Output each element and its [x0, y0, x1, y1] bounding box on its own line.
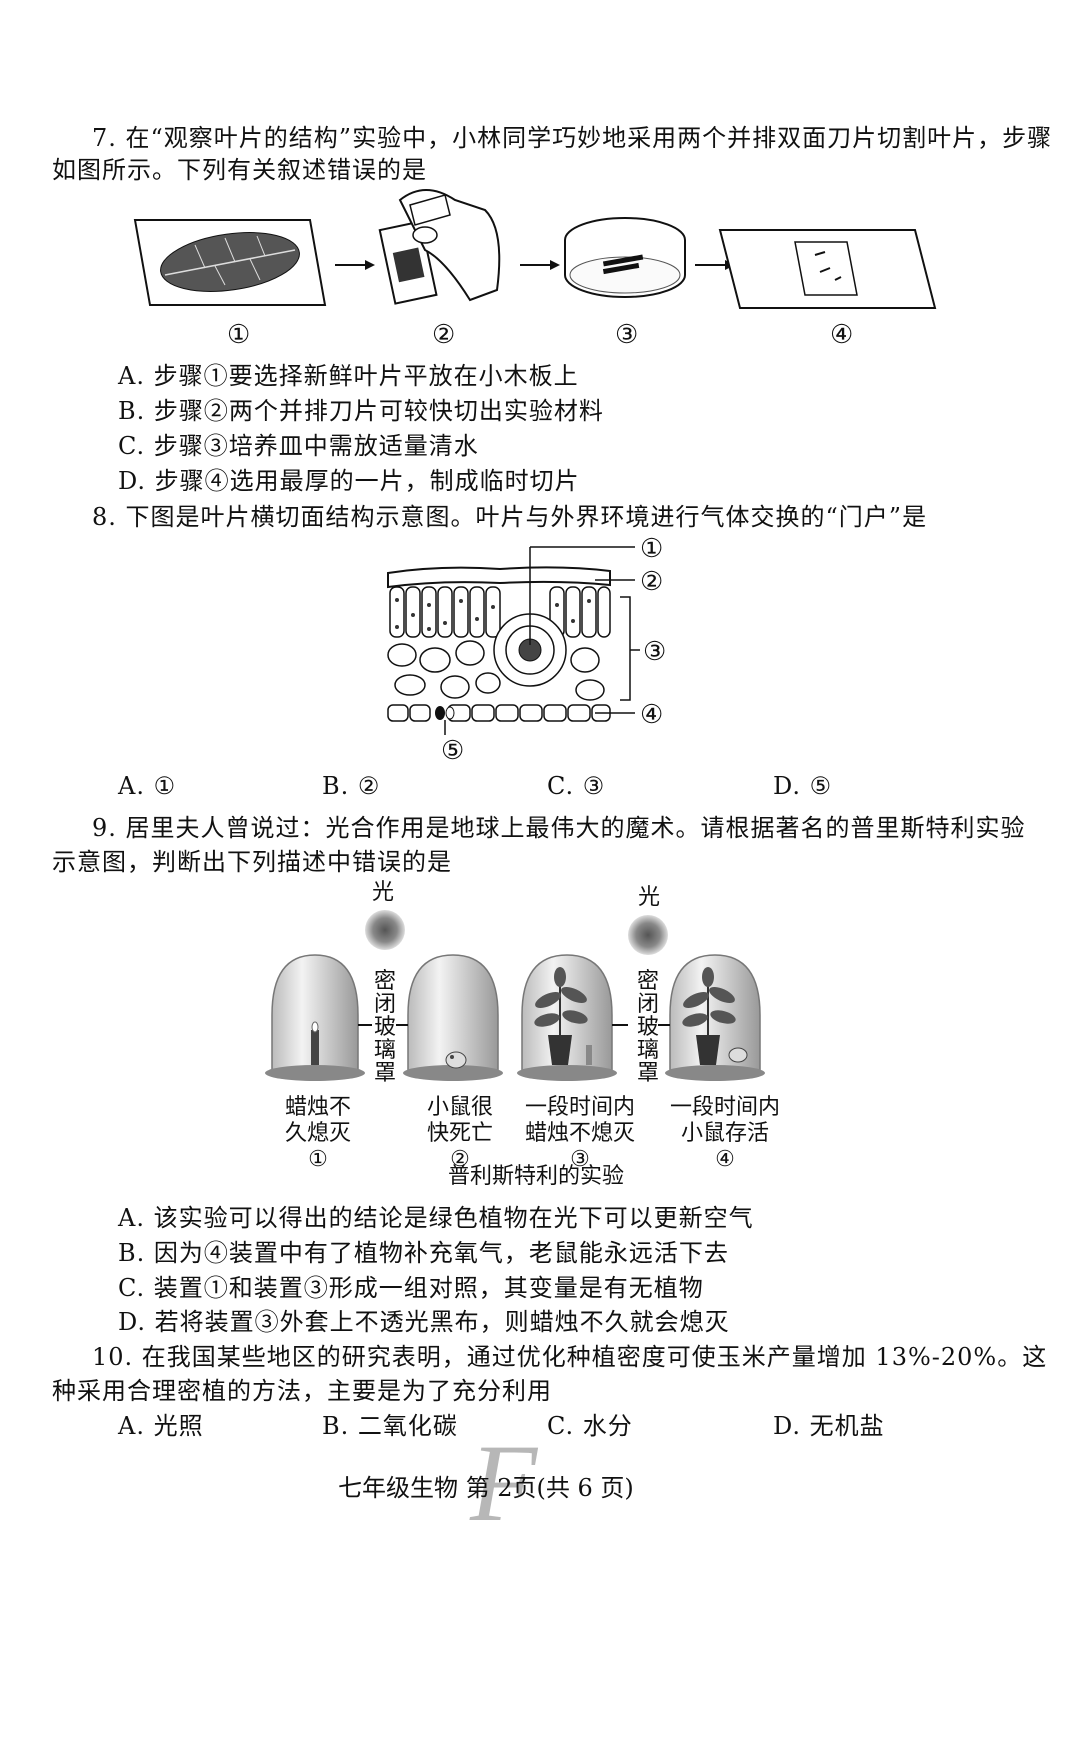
q8-option-d: D. ⑤: [773, 772, 833, 800]
q7-stem-line1: 7. 在“观察叶片的结构”实验中，小林同学巧妙地采用两个并排双面刀片切割叶片，步…: [92, 124, 1053, 152]
q10-option-c: C. 水分: [547, 1412, 633, 1440]
q10-option-d: D. 无机盐: [773, 1412, 885, 1440]
q7-option-c: C. 步骤③培养皿中需放适量清水: [118, 432, 479, 460]
caption-line: ②: [450, 1147, 470, 1172]
sun-icon-left: [365, 910, 405, 950]
q9-stem-line1: 9. 居里夫人曾说过：光合作用是地球上最伟大的魔术。请根据著名的普里斯特利实验: [92, 814, 1026, 842]
q9-stem-line2: 示意图，判断出下列描述中错误的是: [52, 848, 452, 876]
jar-text-char: 罩: [637, 1061, 660, 1086]
q9-jar-text-left: 密 闭 玻 璃 罩: [374, 970, 396, 1085]
leaf-cross-section-figure: [387, 546, 640, 735]
jar-text-char: 闭: [637, 992, 660, 1017]
sun-icon-right: [628, 915, 668, 955]
q7-option-b: B. 步骤②两个并排刀片可较快切出实验材料: [118, 397, 604, 425]
page-footer: 七年级生物 第 2页(共 6 页): [338, 1474, 634, 1502]
jar-text-char: 璃: [637, 1038, 660, 1063]
q9-light-label-right: 光: [638, 885, 661, 910]
q10-option-b: B. 二氧化碳: [322, 1412, 458, 1440]
caption-line: 小鼠很: [426, 1095, 493, 1120]
caption-line: 久熄灭: [284, 1121, 351, 1146]
q9-light-label-left: 光: [372, 880, 395, 905]
step2-hand-blades: [378, 189, 501, 305]
q9-option-a: A. 该实验可以得出的结论是绿色植物在光下可以更新空气: [118, 1204, 754, 1232]
q9-option-d: D. 若将装置③外套上不透光黑布，则蜡烛不久就会熄灭: [118, 1308, 730, 1336]
priestley-experiment-figure: [265, 910, 765, 1081]
jar-text-char: 罩: [374, 1061, 397, 1086]
caption-line: 蜡烛不: [284, 1095, 351, 1120]
jar-text-char: 闭: [374, 992, 397, 1017]
jar-text-char: 璃: [374, 1038, 397, 1063]
caption-line: ①: [308, 1147, 328, 1172]
q10-stem-line1: 10. 在我国某些地区的研究表明，通过优化种植密度可使玉米产量增加 13%-20…: [92, 1343, 1048, 1371]
q7-step-label-3: ③: [615, 320, 639, 350]
jar-2-mouse: [403, 954, 503, 1081]
q7-step-label-2: ②: [432, 320, 456, 350]
q9-figure-title: 普利斯特利的实验: [448, 1164, 625, 1189]
caption-line: 小鼠存活: [680, 1121, 769, 1146]
q8-option-b: B. ②: [322, 772, 381, 800]
q7-option-d: D. 步骤④选用最厚的一片，制成临时切片: [118, 467, 580, 495]
step3-petri-dish: [564, 217, 686, 298]
q9-option-b: B. 因为④装置中有了植物补充氧气，老鼠能永远活下去: [118, 1239, 729, 1267]
q7-option-a: A. 步骤①要选择新鲜叶片平放在小木板上: [118, 362, 579, 390]
q8-label-3: ③: [643, 637, 667, 667]
q9-caption-1: 蜡烛不 久熄灭 ①: [278, 1095, 358, 1173]
jar-text-char: 玻: [637, 1015, 660, 1040]
watermark-letter: F: [470, 1422, 538, 1544]
jar-text-char: 密: [637, 969, 660, 994]
q10-option-a: A. 光照: [118, 1412, 204, 1440]
caption-line: 快死亡: [426, 1121, 493, 1146]
q9-caption-2: 小鼠很 快死亡 ②: [420, 1095, 500, 1173]
jar-text-char: 玻: [374, 1015, 397, 1040]
q9-jar-text-right: 密 闭 玻 璃 罩: [637, 970, 659, 1085]
q9-option-c: C. 装置①和装置③形成一组对照，其变量是有无植物: [118, 1274, 704, 1302]
caption-line: ③: [570, 1147, 590, 1172]
q7-stem-line2: 如图所示。下列有关叙述错误的是: [52, 156, 427, 184]
q10-stem-line2: 种采用合理密植的方法，主要是为了充分利用: [52, 1377, 552, 1405]
jar-3-plant-candle: [517, 954, 617, 1081]
q8-label-4: ④: [640, 700, 664, 730]
q8-stem: 8. 下图是叶片横切面结构示意图。叶片与外界环境进行气体交换的“门户”是: [92, 503, 928, 531]
q8-option-c: C. ③: [547, 772, 606, 800]
q7-step-label-1: ①: [227, 320, 251, 350]
q9-caption-3: 一段时间内 蜡烛不熄灭 ③: [520, 1095, 640, 1173]
q7-steps-figure: [133, 189, 937, 309]
caption-line: 一段时间内: [524, 1095, 635, 1120]
jar-4-plant-mouse: [665, 954, 765, 1081]
caption-line: 蜡烛不熄灭: [524, 1121, 635, 1146]
jar-1-candle: [265, 954, 365, 1081]
step1-leaf-board: [133, 219, 327, 306]
caption-line: 一段时间内: [669, 1095, 780, 1120]
step4-slide: [718, 229, 937, 309]
caption-line: ④: [715, 1147, 735, 1172]
q8-label-2: ②: [640, 567, 664, 597]
q9-caption-4: 一段时间内 小鼠存活 ④: [665, 1095, 785, 1173]
q8-label-1: ①: [640, 534, 664, 564]
q7-step-label-4: ④: [830, 320, 854, 350]
jar-text-char: 密: [374, 969, 397, 994]
q8-label-5: ⑤: [441, 736, 465, 766]
q8-option-a: A. ①: [118, 772, 177, 800]
